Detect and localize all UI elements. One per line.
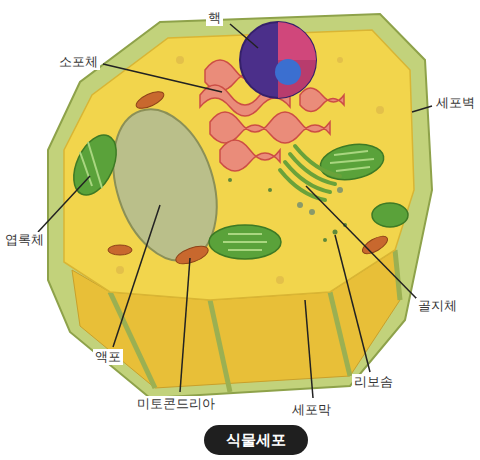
caption-pill: 식물세포: [204, 425, 308, 455]
part-label: 세포벽: [434, 95, 477, 111]
part-label: 핵: [206, 10, 223, 26]
part-label: 리보솜: [352, 374, 395, 390]
part-label: 미토콘드리아: [135, 396, 217, 412]
part-label: 골지체: [416, 298, 459, 314]
leader-lines: [38, 24, 432, 398]
part-label: 세포막: [290, 402, 333, 418]
part-label: 소포체: [57, 54, 100, 70]
part-label: 엽록체: [3, 232, 46, 248]
part-label: 액포: [93, 349, 123, 365]
